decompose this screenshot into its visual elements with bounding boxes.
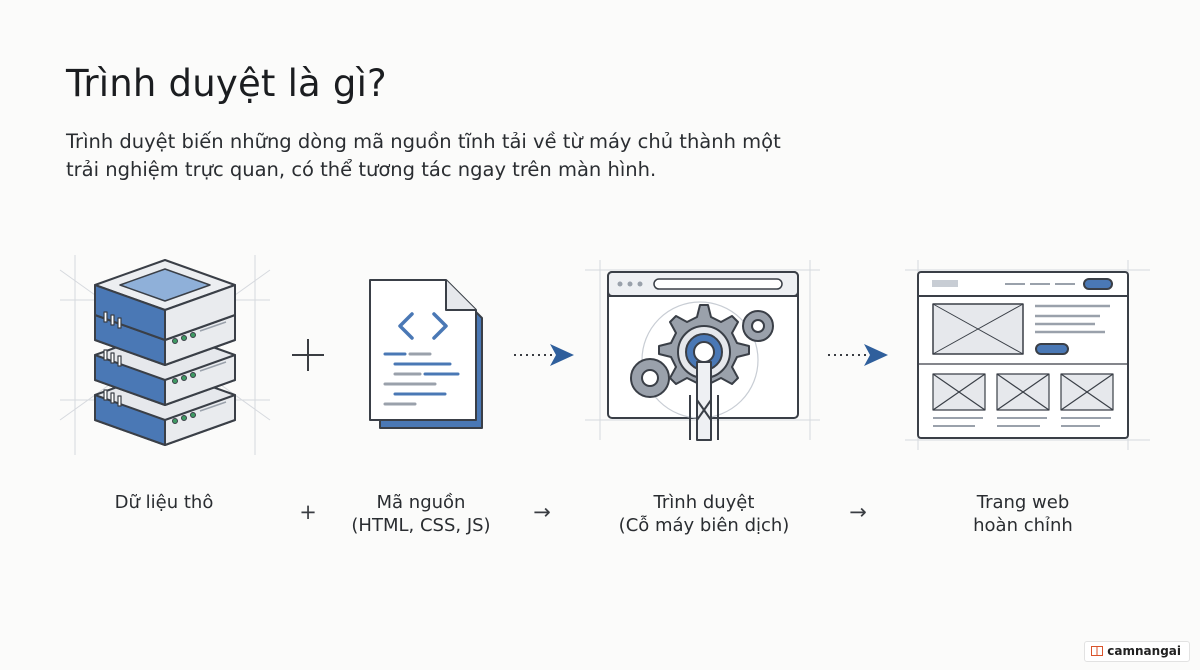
- webpage-icon: [905, 260, 1150, 450]
- arrow-operator: →: [849, 500, 867, 524]
- book-icon: [1091, 646, 1104, 656]
- plus-operator: +: [299, 500, 317, 524]
- arrow-operator: →: [533, 500, 551, 524]
- page-title: Trình duyệt là gì?: [66, 62, 387, 105]
- arrow-icon: [828, 344, 888, 366]
- code-file-icon: [369, 279, 483, 429]
- step-label-source-code: Mã nguồn (HTML, CSS, JS): [351, 492, 491, 536]
- page-subtitle: Trình duyệt biến những dòng mã nguồn tĩn…: [66, 130, 781, 181]
- step-label-raw-data: Dữ liệu thô: [114, 492, 214, 513]
- step-label-browser: Trình duyệt (Cỗ máy biên dịch): [618, 492, 790, 536]
- arrow-icon: [514, 344, 574, 366]
- brand-watermark: camnangai: [1084, 641, 1190, 662]
- browser-gears-icon: [585, 260, 820, 441]
- server-icon: [59, 255, 271, 455]
- plus-icon: [292, 339, 324, 371]
- step-label-webpage: Trang web hoàn chỉnh: [973, 492, 1073, 536]
